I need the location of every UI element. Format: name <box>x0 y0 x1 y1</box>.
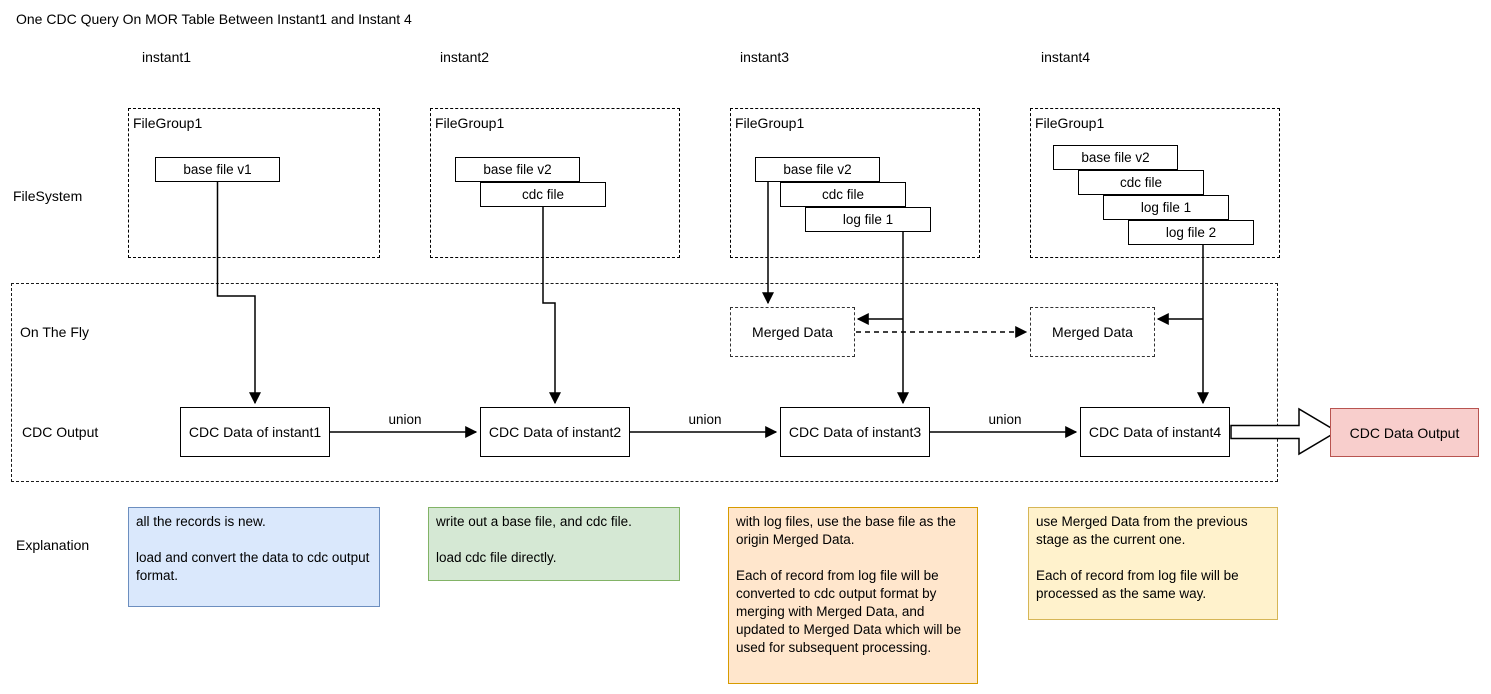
cdc-data-instant2: CDC Data of instant2 <box>480 407 630 457</box>
filegroup-label: FileGroup1 <box>133 115 203 131</box>
filegroup-instant2: FileGroup1 <box>430 108 680 258</box>
processing-region-container <box>11 283 1278 482</box>
explanation-instant3: with log files, use the base file as the… <box>728 507 978 684</box>
filegroup-label: FileGroup1 <box>1035 115 1105 131</box>
union-label-3: union <box>988 412 1022 427</box>
page-title: One CDC Query On MOR Table Between Insta… <box>16 11 412 27</box>
file-cdc-instant2: cdc file <box>480 182 606 207</box>
column-header-instant1: instant1 <box>142 49 192 65</box>
file-log1-instant3: log file 1 <box>805 207 931 232</box>
cdc-data-output-box: CDC Data Output <box>1330 408 1479 457</box>
file-log2-instant4: log file 2 <box>1128 220 1254 245</box>
file-base-v2-instant4: base file v2 <box>1053 145 1178 170</box>
row-label-explanation: Explanation <box>16 537 90 553</box>
filegroup-label: FileGroup1 <box>435 115 505 131</box>
row-label-cdc-output: CDC Output <box>22 424 99 440</box>
file-base-v2-instant2: base file v2 <box>455 157 580 182</box>
merged-data-instant3: Merged Data <box>730 307 855 357</box>
cdc-data-instant4: CDC Data of instant4 <box>1080 407 1230 457</box>
cdc-data-instant3: CDC Data of instant3 <box>780 407 930 457</box>
explanation-instant2: write out a base file, and cdc file. loa… <box>428 507 680 581</box>
filegroup-instant1: FileGroup1 <box>128 108 380 258</box>
filegroup-instant4: FileGroup1 <box>1030 108 1280 258</box>
filegroup-instant3: FileGroup1 <box>730 108 980 258</box>
column-header-instant3: instant3 <box>740 49 790 65</box>
column-header-instant4: instant4 <box>1041 49 1091 65</box>
row-label-on-the-fly: On The Fly <box>20 324 89 340</box>
explanation-instant4: use Merged Data from the previous stage … <box>1028 507 1278 620</box>
file-base-v2-instant3: base file v2 <box>755 157 880 182</box>
explanation-instant1: all the records is new. load and convert… <box>128 507 380 607</box>
merged-data-instant4: Merged Data <box>1030 307 1155 357</box>
file-base-v1-instant1: base file v1 <box>155 157 280 182</box>
row-label-filesystem: FileSystem <box>13 188 83 204</box>
file-log1-instant4: log file 1 <box>1103 195 1229 220</box>
union-label-2: union <box>688 412 722 427</box>
cdc-data-instant1: CDC Data of instant1 <box>180 407 330 457</box>
filegroup-label: FileGroup1 <box>735 115 805 131</box>
file-cdc-instant4: cdc file <box>1078 170 1204 195</box>
file-cdc-instant3: cdc file <box>780 182 906 207</box>
column-header-instant2: instant2 <box>440 49 490 65</box>
union-label-1: union <box>388 412 422 427</box>
